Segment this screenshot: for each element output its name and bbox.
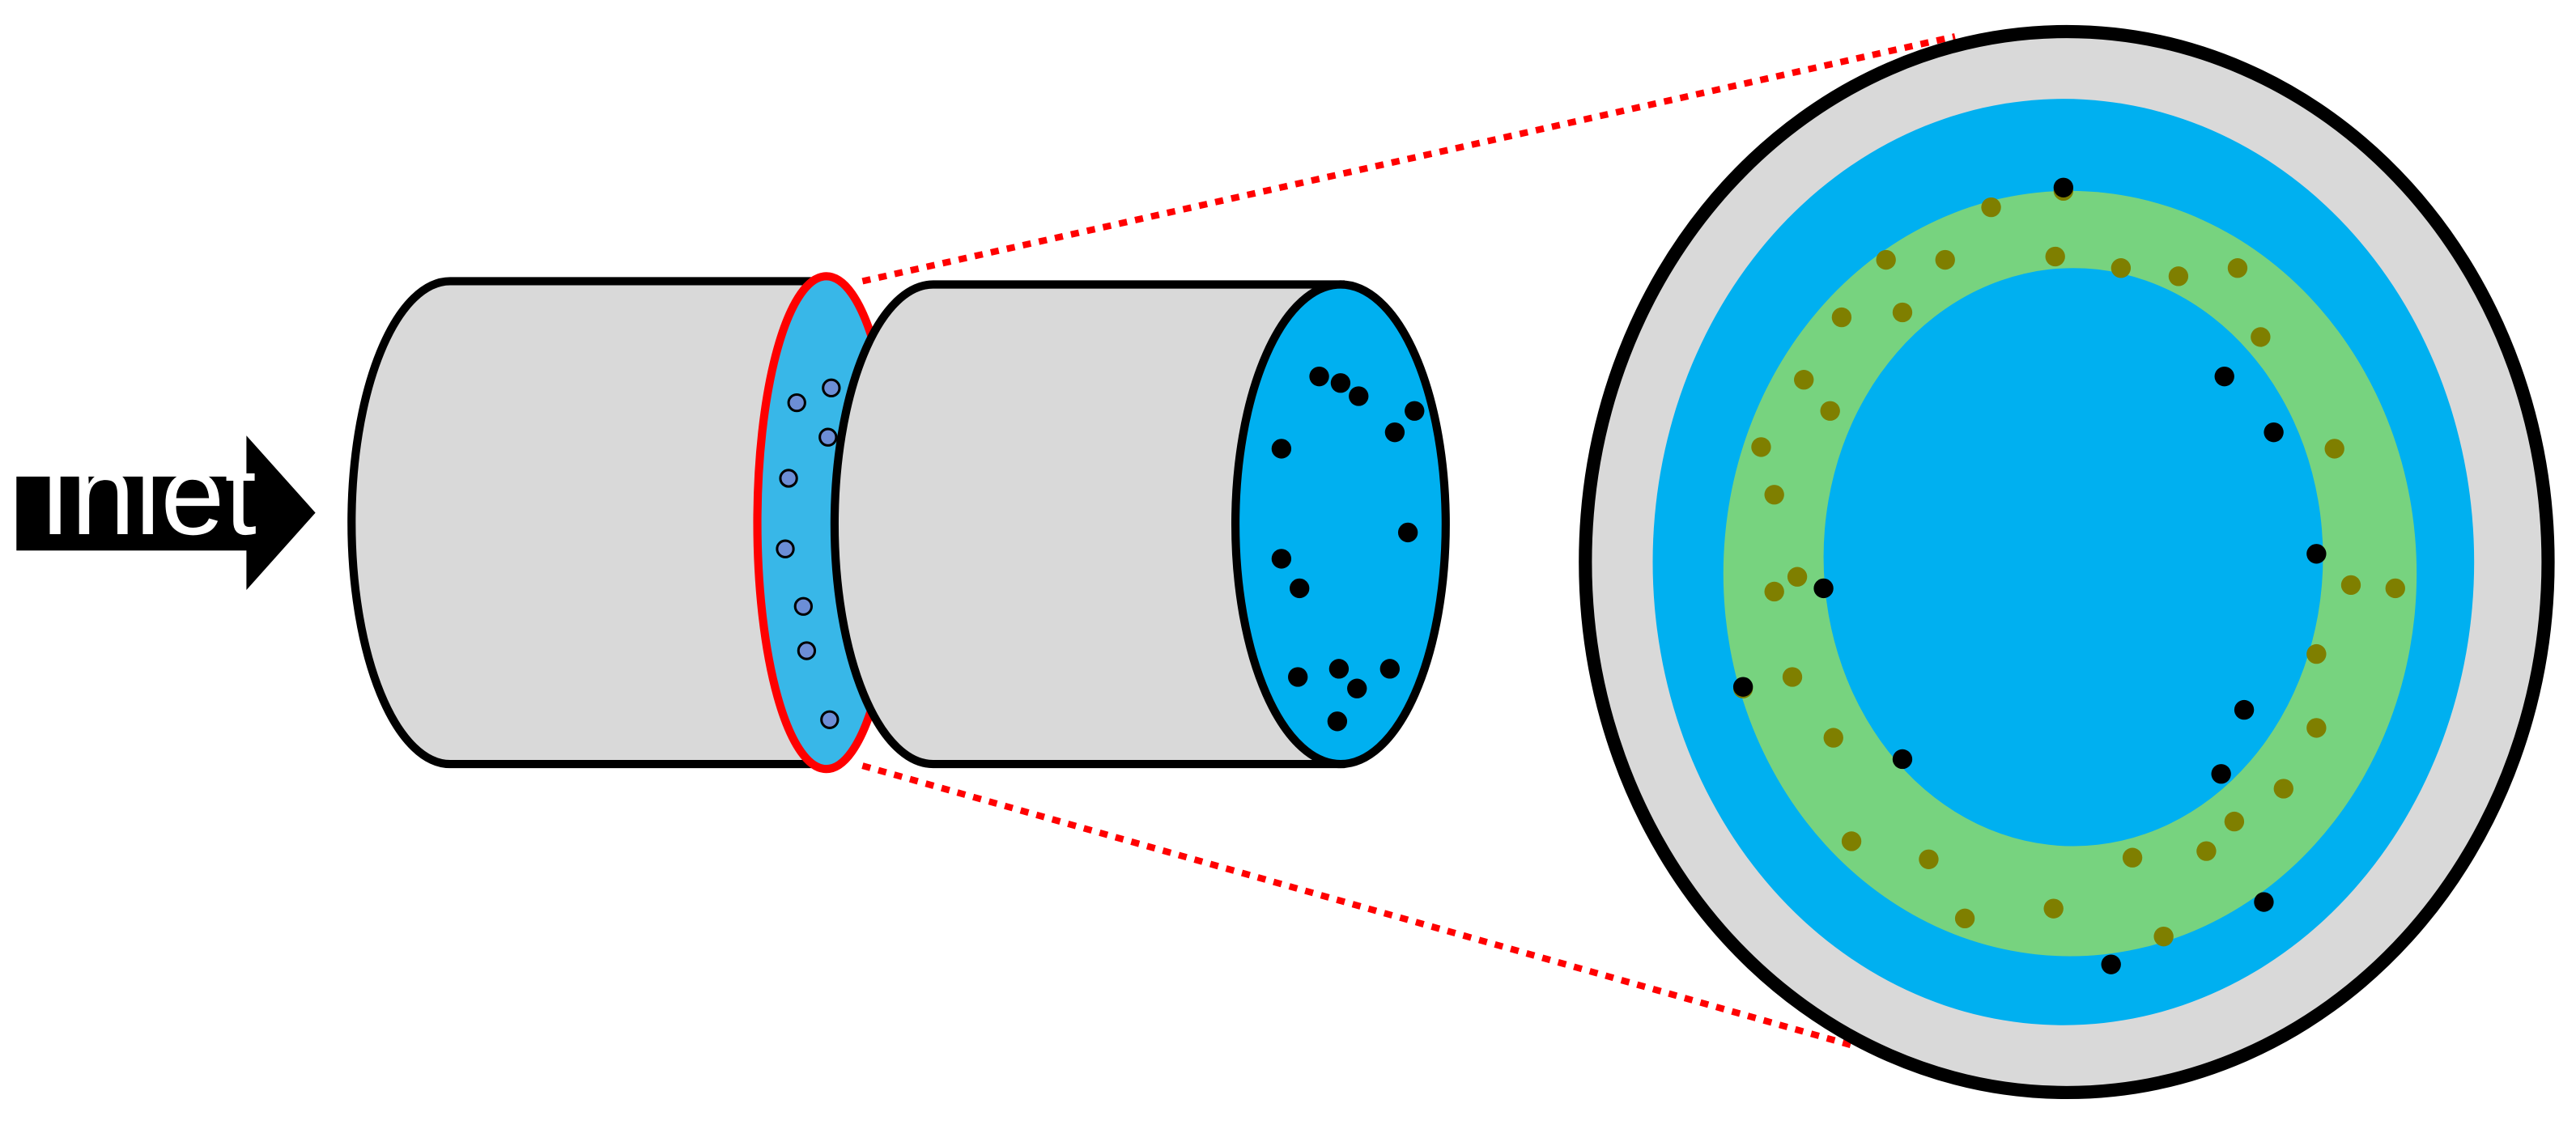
outlet-particle (1271, 549, 1292, 569)
outlet-particle (1328, 659, 1350, 679)
band-particle (2306, 643, 2327, 664)
band-particle (1787, 567, 1808, 587)
band-particle (1782, 667, 1803, 687)
band-particle (2340, 575, 2361, 596)
outlet-particle (1271, 439, 1292, 459)
core-particle (2214, 366, 2234, 387)
band-particle (2153, 926, 2174, 947)
band-particle (1764, 485, 1784, 505)
outlet-particle (1327, 711, 1348, 732)
band-particle (2111, 258, 2132, 278)
band-particle (2045, 246, 2065, 267)
slice-particle (797, 641, 817, 660)
zoom-lines (861, 33, 1956, 1050)
band-particle (1841, 831, 1862, 851)
core-particle (2211, 764, 2231, 784)
outlet-particle (1379, 659, 1400, 679)
slice-particle (818, 427, 838, 447)
core-particle (2306, 544, 2327, 564)
slice-particles (776, 378, 841, 729)
outlet-particle (1384, 422, 1405, 443)
outlet-particle (1288, 667, 1308, 687)
core-particle (2254, 892, 2274, 912)
right-tube-segment (830, 280, 1450, 769)
outlet-particle (1397, 522, 1418, 543)
left-tube-segment (347, 277, 826, 769)
band-particle (1892, 302, 1913, 323)
band-particle (2251, 327, 2271, 347)
band-particle (2043, 898, 2064, 919)
right-arrow-icon (16, 435, 316, 590)
left-tube-body (347, 277, 826, 769)
band-particle (2196, 841, 2217, 861)
band-particle (1820, 401, 1840, 421)
band-particle (2324, 439, 2344, 459)
core-particles (1732, 177, 2327, 974)
band-particle (2385, 578, 2405, 599)
band-particle (2227, 258, 2248, 278)
inlet-arrow: Inlet (16, 431, 316, 590)
band-particle (1935, 249, 1955, 270)
slice-particle (793, 596, 814, 616)
core-particle (1813, 578, 1834, 599)
band-particle (1751, 437, 1771, 457)
core-particle (2234, 699, 2255, 720)
band-particle (1981, 197, 2001, 218)
band-particle (1876, 249, 1896, 270)
inner-core (1823, 268, 2323, 847)
outlet-particle (1347, 678, 1367, 698)
band-particle (2122, 847, 2143, 868)
core-particle (1732, 677, 1753, 697)
zoom-line-bottom (861, 762, 1858, 1050)
right-tube-body (830, 280, 1345, 769)
band-particle (1823, 728, 1843, 748)
slice-particle (787, 393, 806, 413)
band-particle (2306, 718, 2327, 738)
outlet-particle (1290, 578, 1310, 599)
band-particle (2273, 779, 2293, 799)
band-particle (1919, 849, 1939, 869)
slice-particle (822, 378, 841, 398)
band-particle (2168, 266, 2189, 286)
core-particle (2101, 954, 2121, 974)
band-particles (1732, 180, 2405, 947)
band-particle (1764, 581, 1784, 602)
band-particle (2224, 811, 2245, 832)
slice-particle (776, 539, 795, 558)
outlet-particle (1330, 373, 1351, 393)
outlet-face (1231, 280, 1450, 769)
core-particle (1892, 749, 1913, 770)
core-particle (2053, 177, 2074, 197)
outlet-particle (1405, 401, 1425, 421)
zoom-line-top (861, 33, 1956, 285)
band-particle (1954, 908, 1975, 928)
slice-particle (779, 469, 798, 488)
outlet-particles (1271, 366, 1425, 732)
slice-particle (820, 710, 840, 729)
outlet-particle (1309, 366, 1329, 387)
magnified-cross-section (1579, 24, 2555, 1100)
inlet-label: Inlet (39, 431, 257, 559)
core-particle (2264, 422, 2284, 443)
band-particle (1831, 307, 1852, 328)
band-particle (1794, 370, 1814, 390)
outlet-particle (1349, 386, 1369, 406)
